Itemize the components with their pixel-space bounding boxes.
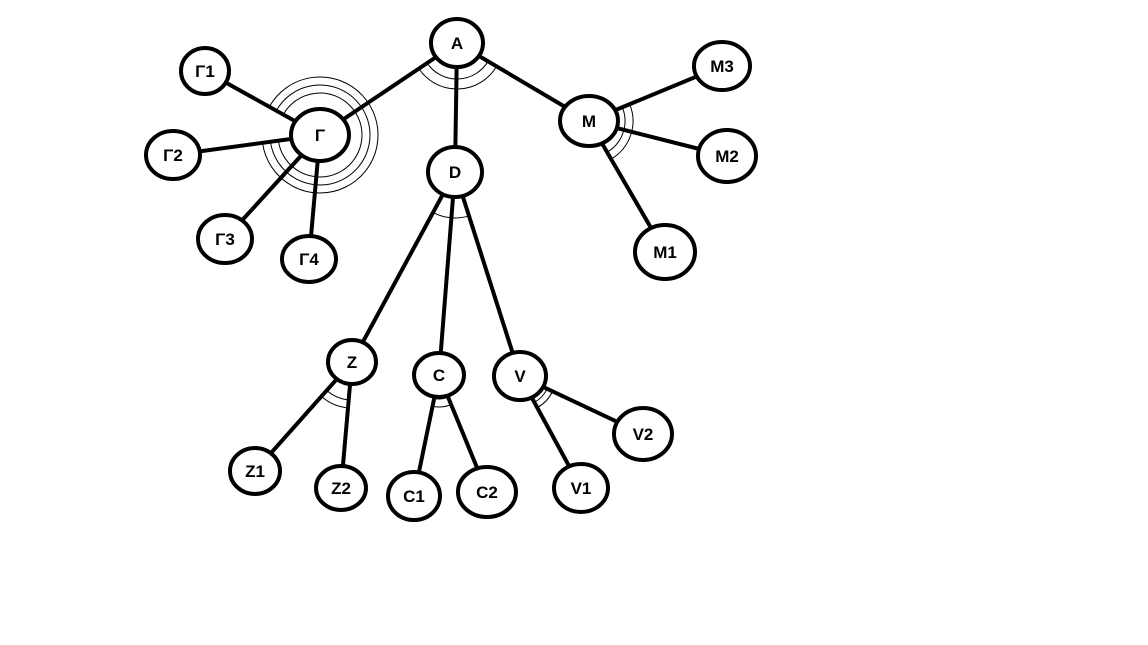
node-z1: Z1 — [228, 446, 282, 496]
node-label: M3 — [710, 57, 734, 76]
node-circle — [552, 462, 610, 514]
and-arc-a-1 — [418, 66, 498, 90]
and-arc-g-2 — [269, 84, 371, 186]
edge-d-c — [437, 170, 457, 377]
node-m1: M1 — [633, 223, 697, 281]
node-circle — [429, 17, 485, 69]
node-label: Γ4 — [299, 250, 319, 269]
node-circle — [558, 94, 620, 148]
node-label: V — [514, 367, 526, 386]
node-label: V2 — [633, 425, 654, 444]
and-arc-z-1 — [321, 395, 349, 409]
node-z: Z — [326, 338, 378, 386]
node-circle — [228, 446, 282, 496]
node-z2: Z2 — [314, 464, 368, 512]
and-arc-v-1 — [536, 391, 554, 409]
node-label: Γ1 — [195, 62, 215, 81]
node-c: C — [412, 351, 466, 399]
and-arc-m-2 — [606, 107, 626, 153]
node-circle — [612, 406, 674, 462]
node-v2: V2 — [612, 406, 674, 462]
node-a: A — [429, 17, 485, 69]
node-circle — [144, 129, 202, 181]
node-v1: V1 — [552, 462, 610, 514]
node-circle — [326, 338, 378, 386]
node-label: Γ2 — [163, 146, 183, 165]
node-c1: C1 — [386, 470, 442, 522]
node-circle — [289, 107, 351, 163]
node-c2: C2 — [456, 465, 518, 519]
node-g1: Γ1 — [179, 46, 231, 96]
node-d: D — [426, 145, 484, 199]
node-label: M1 — [653, 243, 677, 262]
node-g2: Γ2 — [144, 129, 202, 181]
node-m2: M2 — [696, 128, 758, 184]
node-circle — [633, 223, 697, 281]
edge-d-v — [453, 170, 522, 378]
node-circle — [412, 351, 466, 399]
node-circle — [426, 145, 484, 199]
node-label: Z1 — [245, 462, 265, 481]
node-label: Z — [347, 353, 357, 372]
node-label: Γ — [315, 126, 325, 145]
edge-d-z — [350, 170, 457, 364]
and-arc-d-1 — [432, 212, 470, 219]
and-arc-g-1 — [262, 76, 379, 194]
and-arc-v-2 — [534, 388, 548, 403]
node-m3: M3 — [692, 40, 752, 92]
node-label: C — [433, 366, 445, 385]
node-circle — [179, 46, 231, 96]
and-arc-z-2 — [326, 390, 349, 401]
node-circle — [696, 128, 758, 184]
node-v: V — [492, 350, 548, 402]
node-circle — [196, 213, 254, 265]
and-arcs-layer — [262, 61, 634, 409]
node-m: M — [558, 94, 620, 148]
node-circle — [456, 465, 518, 519]
and-arc-m-1 — [610, 103, 634, 160]
node-label: C2 — [476, 483, 498, 502]
node-g4: Γ4 — [280, 234, 338, 284]
node-label: Γ3 — [215, 230, 235, 249]
node-circle — [314, 464, 368, 512]
and-arc-g-3 — [277, 92, 363, 178]
node-circle — [492, 350, 548, 402]
node-g: Γ — [289, 107, 351, 163]
node-label: A — [451, 34, 463, 53]
and-arc-a-2 — [426, 61, 489, 80]
node-circle — [386, 470, 442, 522]
node-label: M2 — [715, 147, 739, 166]
and-arc-c-1 — [432, 404, 452, 408]
node-circle — [692, 40, 752, 92]
node-label: Z2 — [331, 479, 351, 498]
node-label: D — [449, 163, 461, 182]
node-g3: Γ3 — [196, 213, 254, 265]
node-label: V1 — [571, 479, 592, 498]
node-label: M — [582, 112, 596, 131]
node-label: C1 — [403, 487, 425, 506]
node-circle — [280, 234, 338, 284]
